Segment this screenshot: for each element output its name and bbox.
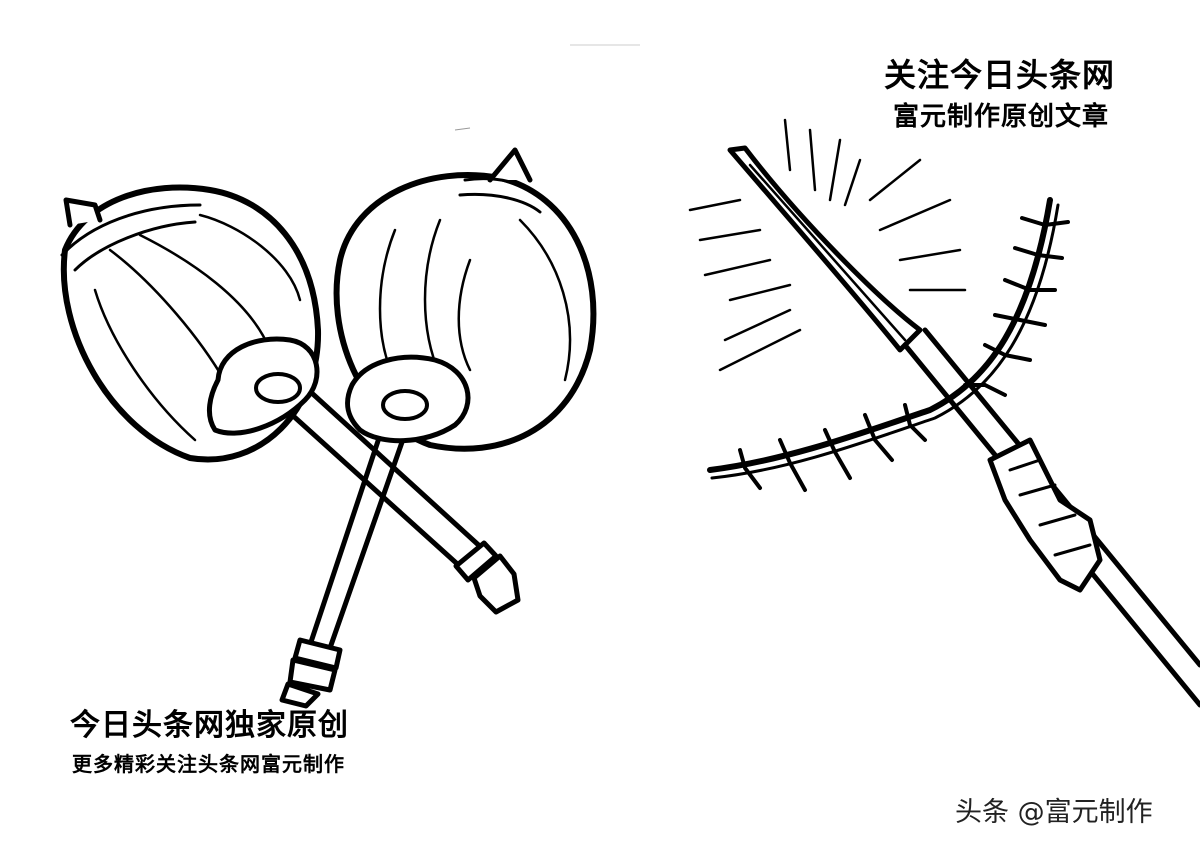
- left-caption-title: 今日头条网独家原创: [70, 708, 349, 743]
- spear: [688, 118, 1200, 708]
- spear-crossbar: [707, 197, 1053, 473]
- left-hammer-handle: [267, 372, 487, 573]
- left-hammer-spike: [63, 197, 103, 228]
- right-caption-subtitle: 富元制作原创文章: [893, 102, 1110, 132]
- watermark-text: 头条 @富元制作: [955, 797, 1153, 828]
- right-hammer-spike: [487, 147, 533, 183]
- spear-ornament: [987, 437, 1103, 593]
- left-caption-subtitle: 更多精彩关注头条网富元制作: [72, 752, 345, 776]
- crossbar-thorns: [738, 216, 1070, 492]
- right-hammer: [279, 147, 597, 709]
- left-hammer-pommel: [453, 540, 521, 615]
- left-hammer: [60, 184, 521, 615]
- right-hammer-handle: [307, 417, 411, 651]
- radiance-lines: [688, 118, 967, 372]
- right-caption-title: 关注今日头条网: [884, 56, 1116, 94]
- right-hammer-pommel: [279, 637, 343, 709]
